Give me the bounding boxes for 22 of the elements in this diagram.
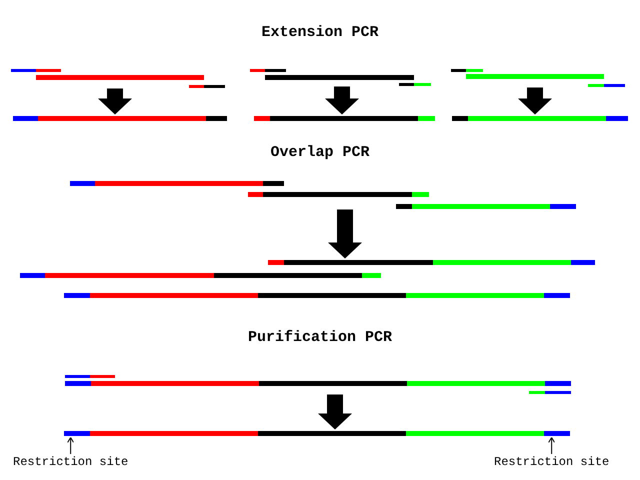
dna-strands-drawing	[65, 374, 571, 394]
block-arrow	[318, 394, 352, 430]
block-arrow	[325, 86, 359, 114]
site-label: Restriction site	[13, 455, 128, 469]
site-label: Restriction site	[494, 455, 610, 469]
dna-strands-drawing	[20, 260, 595, 298]
dna-strands-drawing	[64, 430, 570, 436]
dna-strands-drawing	[13, 116, 227, 120]
dna-strands-drawing	[452, 116, 628, 120]
block-arrow	[98, 88, 132, 114]
leader-line	[67, 437, 74, 454]
dna-strands-drawing	[11, 68, 225, 88]
dna-strands-drawing	[451, 68, 625, 86]
section-heading: Extension PCR	[261, 24, 379, 41]
leader-line	[548, 437, 556, 454]
block-arrow	[328, 210, 362, 258]
dna-strands-drawing	[70, 180, 576, 208]
block-arrow	[518, 88, 552, 114]
section-heading: Overlap PCR	[270, 144, 370, 161]
section-heading: Purification PCR	[248, 329, 392, 346]
dna-strands-drawing	[250, 68, 431, 86]
dna-strands-drawing	[254, 116, 435, 120]
